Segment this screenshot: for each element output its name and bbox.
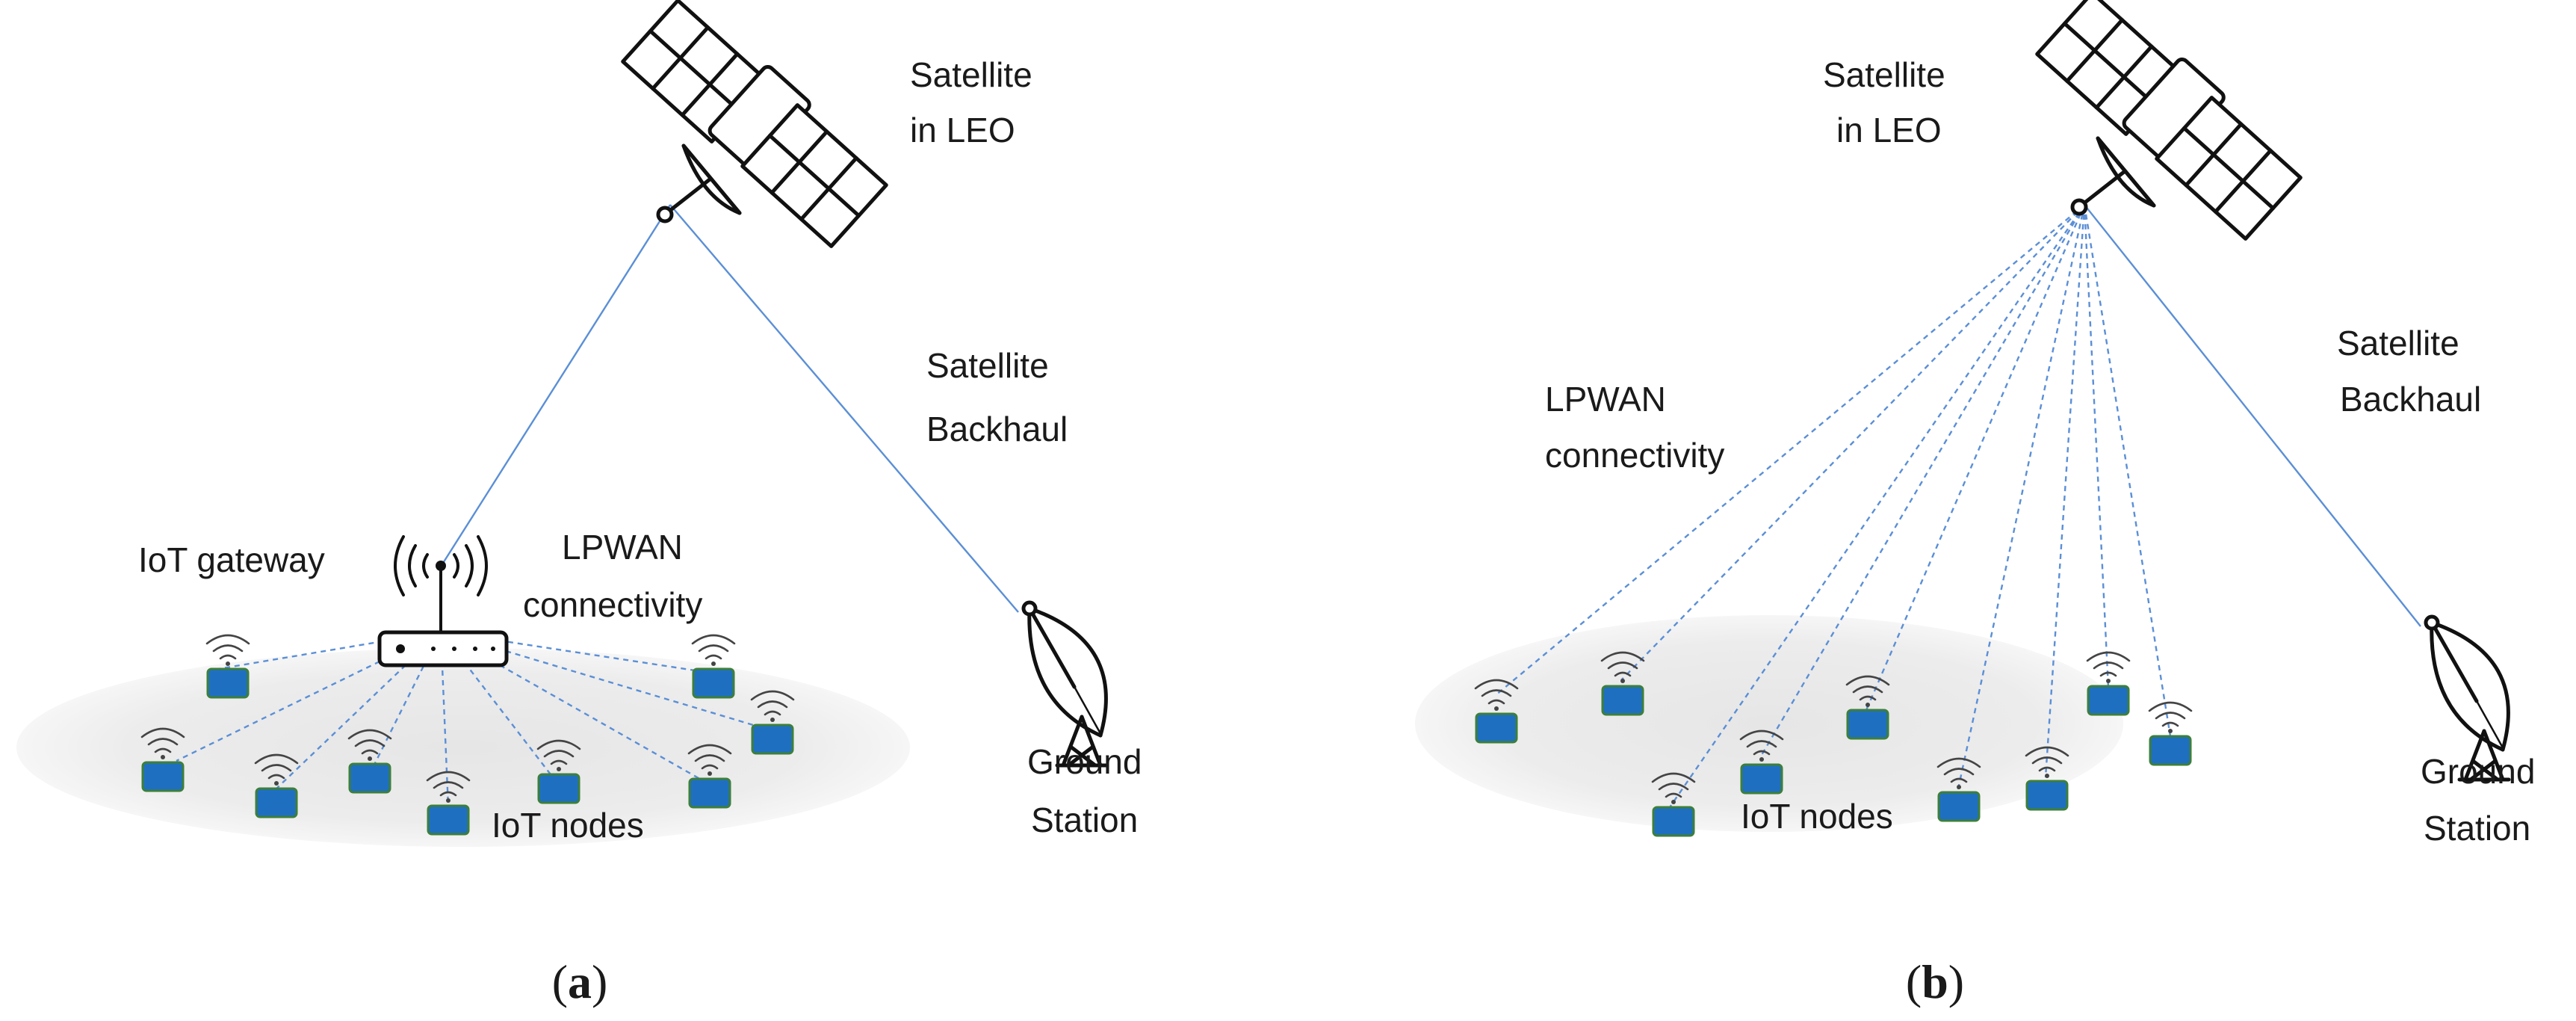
satellite-backhaul-link	[2084, 204, 2421, 627]
backhaul-label: Satellite	[2337, 324, 2459, 363]
panel-b: Satellite in LEO Satellite Backhaul Grou…	[1415, 0, 2535, 1008]
lpwan-links	[1495, 204, 2172, 808]
backhaul-label: Satellite	[926, 346, 1049, 385]
satellite-label: in LEO	[1836, 111, 1942, 149]
lpwan-label: LPWAN	[562, 528, 683, 567]
satellite-label: in LEO	[910, 111, 1015, 149]
panel-a: Satellite in LEO Satellite Backhaul Grou…	[16, 1, 1142, 1008]
satellite-icon	[2037, 0, 2301, 238]
lpwan-label: connectivity	[523, 585, 702, 624]
backhaul-label: Backhaul	[926, 410, 1068, 448]
coverage-area	[1415, 615, 2123, 832]
ground-station-label: Ground	[1027, 742, 1142, 781]
ground-station-label: Station	[1031, 801, 1138, 839]
panel-caption: (a)	[552, 955, 608, 1008]
satellite-icon	[623, 1, 887, 247]
ground-station-label: Station	[2424, 809, 2530, 848]
gateway-router-icon	[377, 535, 509, 667]
satellite-label: Satellite	[910, 55, 1032, 94]
iot-nodes-label: IoT nodes	[1741, 797, 1893, 836]
gateway-satellite-link	[439, 204, 672, 567]
panel-caption: (b)	[1906, 955, 1964, 1008]
lpwan-label: LPWAN	[1545, 380, 1666, 419]
satellite-backhaul-link	[669, 204, 1019, 613]
satellite-label: Satellite	[1823, 55, 1945, 94]
lpwan-label: connectivity	[1545, 436, 1724, 475]
iot-nodes-label: IoT nodes	[492, 806, 644, 845]
ground-station-label: Ground	[2421, 752, 2535, 791]
backhaul-label: Backhaul	[2340, 380, 2481, 419]
ground-station-dish-icon	[1024, 602, 1106, 765]
gateway-label: IoT gateway	[138, 540, 325, 579]
